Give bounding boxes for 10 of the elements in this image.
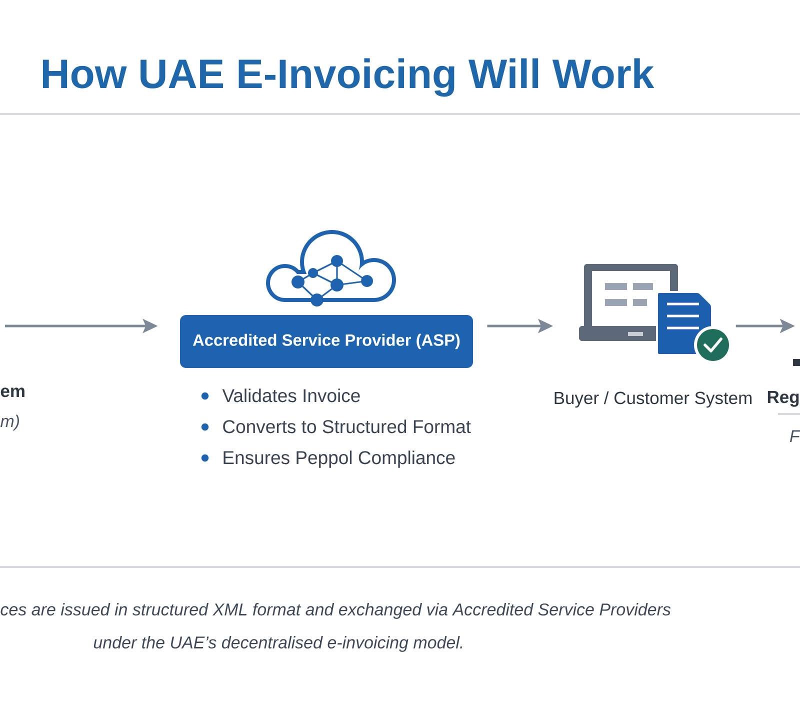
list-item: Ensures Peppol Compliance — [224, 450, 455, 468]
list-item: Converts to Structured Format — [223, 420, 471, 434]
process-box: Accredited Service Provider (ASP) — [180, 315, 473, 368]
caption: ces are issued in structured XML format and exchanged via Accredited Service Providers under the UAE’s decentralised e-invoicing model. — [0, 603, 671, 652]
node-label: Buyer / Customer System — [554, 391, 752, 408]
node-subtitle: m) — [0, 414, 19, 431]
node-label: em — [0, 388, 24, 398]
node-label: Reg — [768, 390, 799, 407]
title: How UAE E-Invoicing Will Work — [42, 58, 654, 97]
list-item: Validates Invoice — [222, 388, 360, 402]
